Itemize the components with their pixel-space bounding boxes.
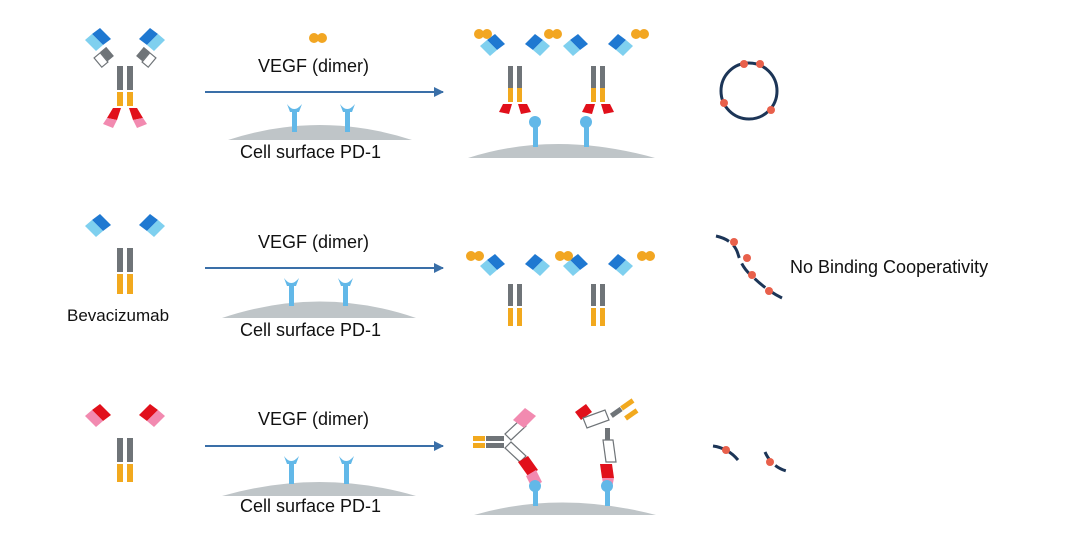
bound-antibody-icon	[466, 251, 550, 326]
pd1-receptor-icon	[287, 104, 302, 132]
pd1-receptor-icon	[339, 456, 354, 484]
pd1-receptor-icon	[340, 104, 355, 132]
fragments-icon	[712, 444, 791, 474]
cell-membrane	[468, 144, 655, 158]
pd1-receptor-icon	[529, 116, 541, 147]
cell-membrane	[222, 301, 416, 318]
cell-membrane	[474, 502, 656, 515]
bevacizumab-label: Bevacizumab	[67, 306, 170, 325]
closed-loop-icon	[719, 60, 779, 121]
cell-membrane	[228, 125, 412, 140]
bound-antibody-icon	[474, 29, 562, 114]
bound-antibody-icon	[575, 398, 639, 506]
linear-chain-icon	[715, 234, 783, 300]
arrow-label-vegf: VEGF (dimer)	[258, 409, 370, 429]
row-1	[85, 28, 779, 158]
row-3	[85, 398, 791, 515]
surface-label-pd1: Cell surface PD-1	[240, 320, 382, 340]
pd1-receptor-icon	[580, 116, 592, 147]
surface-label-pd1: Cell surface PD-1	[240, 496, 382, 516]
arrow-label-vegf: VEGF (dimer)	[258, 232, 370, 252]
cell-membrane	[222, 482, 416, 496]
bispecific-antibody-icon	[85, 28, 165, 128]
bound-antibody-icon	[555, 251, 655, 326]
arrow-label-vegf: VEGF (dimer)	[258, 56, 370, 76]
surface-label-pd1: Cell surface PD-1	[240, 142, 382, 162]
row-2	[85, 214, 783, 326]
bevacizumab-antibody-icon	[85, 214, 165, 294]
bound-antibody-icon	[473, 408, 542, 506]
bound-antibody-icon	[563, 29, 649, 114]
pd1-antibody-icon	[85, 404, 165, 482]
outcome-label: No Binding Cooperativity	[790, 257, 989, 277]
vegf-dimer-icon	[309, 33, 327, 43]
pd1-receptor-icon	[338, 278, 353, 306]
pd1-receptor-icon	[284, 278, 299, 306]
pd1-receptor-icon	[284, 456, 299, 484]
